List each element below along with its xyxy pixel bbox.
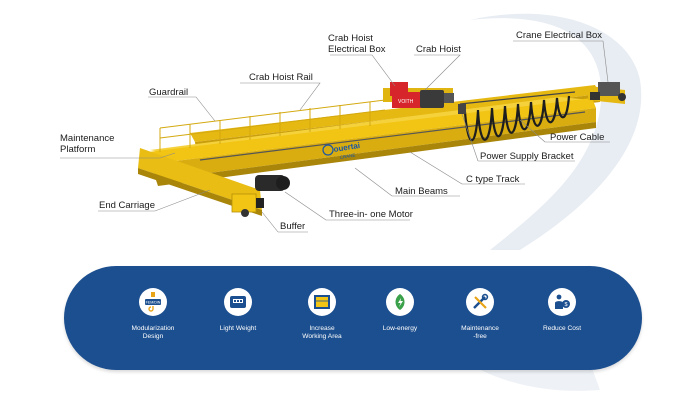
three-in-one-motor: [255, 175, 290, 191]
label-main-beams: Main Beams: [395, 186, 448, 197]
label-maintenance-platform: Maintenance Platform: [60, 133, 115, 155]
feature-label: Maintenance -free: [461, 325, 499, 340]
buffer: [256, 198, 264, 208]
label-crab-hoist: Crab Hoist: [416, 44, 461, 55]
label-power-cable: Power Cable: [550, 132, 605, 143]
label-crab-hoist-rail: Crab Hoist Rail: [249, 72, 313, 83]
leader-lines: [60, 40, 610, 233]
money-cost-icon: $: [548, 288, 576, 316]
label-crane-electrical-box: Crane Electrical Box: [516, 30, 603, 41]
feature-label: Reduce Cost: [542, 325, 582, 332]
working-area-icon: [308, 288, 336, 316]
main-beam-far: [190, 85, 600, 142]
crab-hoist: VOITH: [383, 82, 454, 108]
label-crab-hoist-electrical-box: Crab Hoist Electrical Box: [328, 33, 386, 55]
feature-maintenance-free: Maintenance -free: [438, 288, 522, 341]
power-cable: [463, 95, 571, 142]
label-three-in-one-motor: Three-in- one Motor: [329, 209, 413, 220]
feature-increase-working-area: Increase Working Area: [280, 288, 364, 341]
features-band: [64, 266, 642, 370]
guardrail: [159, 99, 386, 152]
feature-low-energy: Low-energy: [358, 288, 442, 333]
label-c-type-track: C type Track: [466, 174, 520, 185]
label-end-carriage: End Carriage: [99, 200, 155, 211]
label-buffer: Buffer: [280, 221, 306, 232]
svg-text:$: $: [564, 302, 567, 308]
background-swoosh: [470, 13, 642, 250]
feature-label: Modularization Design: [131, 325, 175, 340]
tools-icon: [466, 288, 494, 316]
leaf-energy-icon: [386, 288, 414, 316]
fem-din-hook-icon: FEM/DIN: [139, 288, 167, 316]
feature-label: Light Weight: [219, 325, 257, 332]
svg-text:VOITH: VOITH: [398, 99, 414, 105]
crane-illustration: VOITH ouertai CRANE: [138, 82, 626, 217]
feature-label: Low-energy: [382, 325, 418, 332]
brand-line2: CRANE: [339, 153, 355, 160]
fem-din-text: FEM/DIN: [146, 301, 161, 305]
brand-line1: ouertai: [333, 141, 361, 154]
brand-logo: ouertai CRANE: [322, 141, 361, 160]
main-beam-near: [148, 98, 596, 164]
scale-icon: [224, 288, 252, 316]
feature-reduce-cost: $ Reduce Cost: [520, 288, 604, 333]
feature-light-weight: Light Weight: [196, 288, 280, 333]
feature-modularization-design: FEM/DIN Modularization Design: [111, 288, 195, 341]
feature-label: Increase Working Area: [302, 325, 342, 340]
label-guardrail: Guardrail: [149, 87, 189, 98]
label-power-supply-bracket: Power Supply Bracket: [480, 151, 574, 162]
power-supply-bracket: [459, 91, 576, 105]
crane-electrical-box: [598, 82, 620, 96]
end-carriage-left: [138, 148, 262, 210]
